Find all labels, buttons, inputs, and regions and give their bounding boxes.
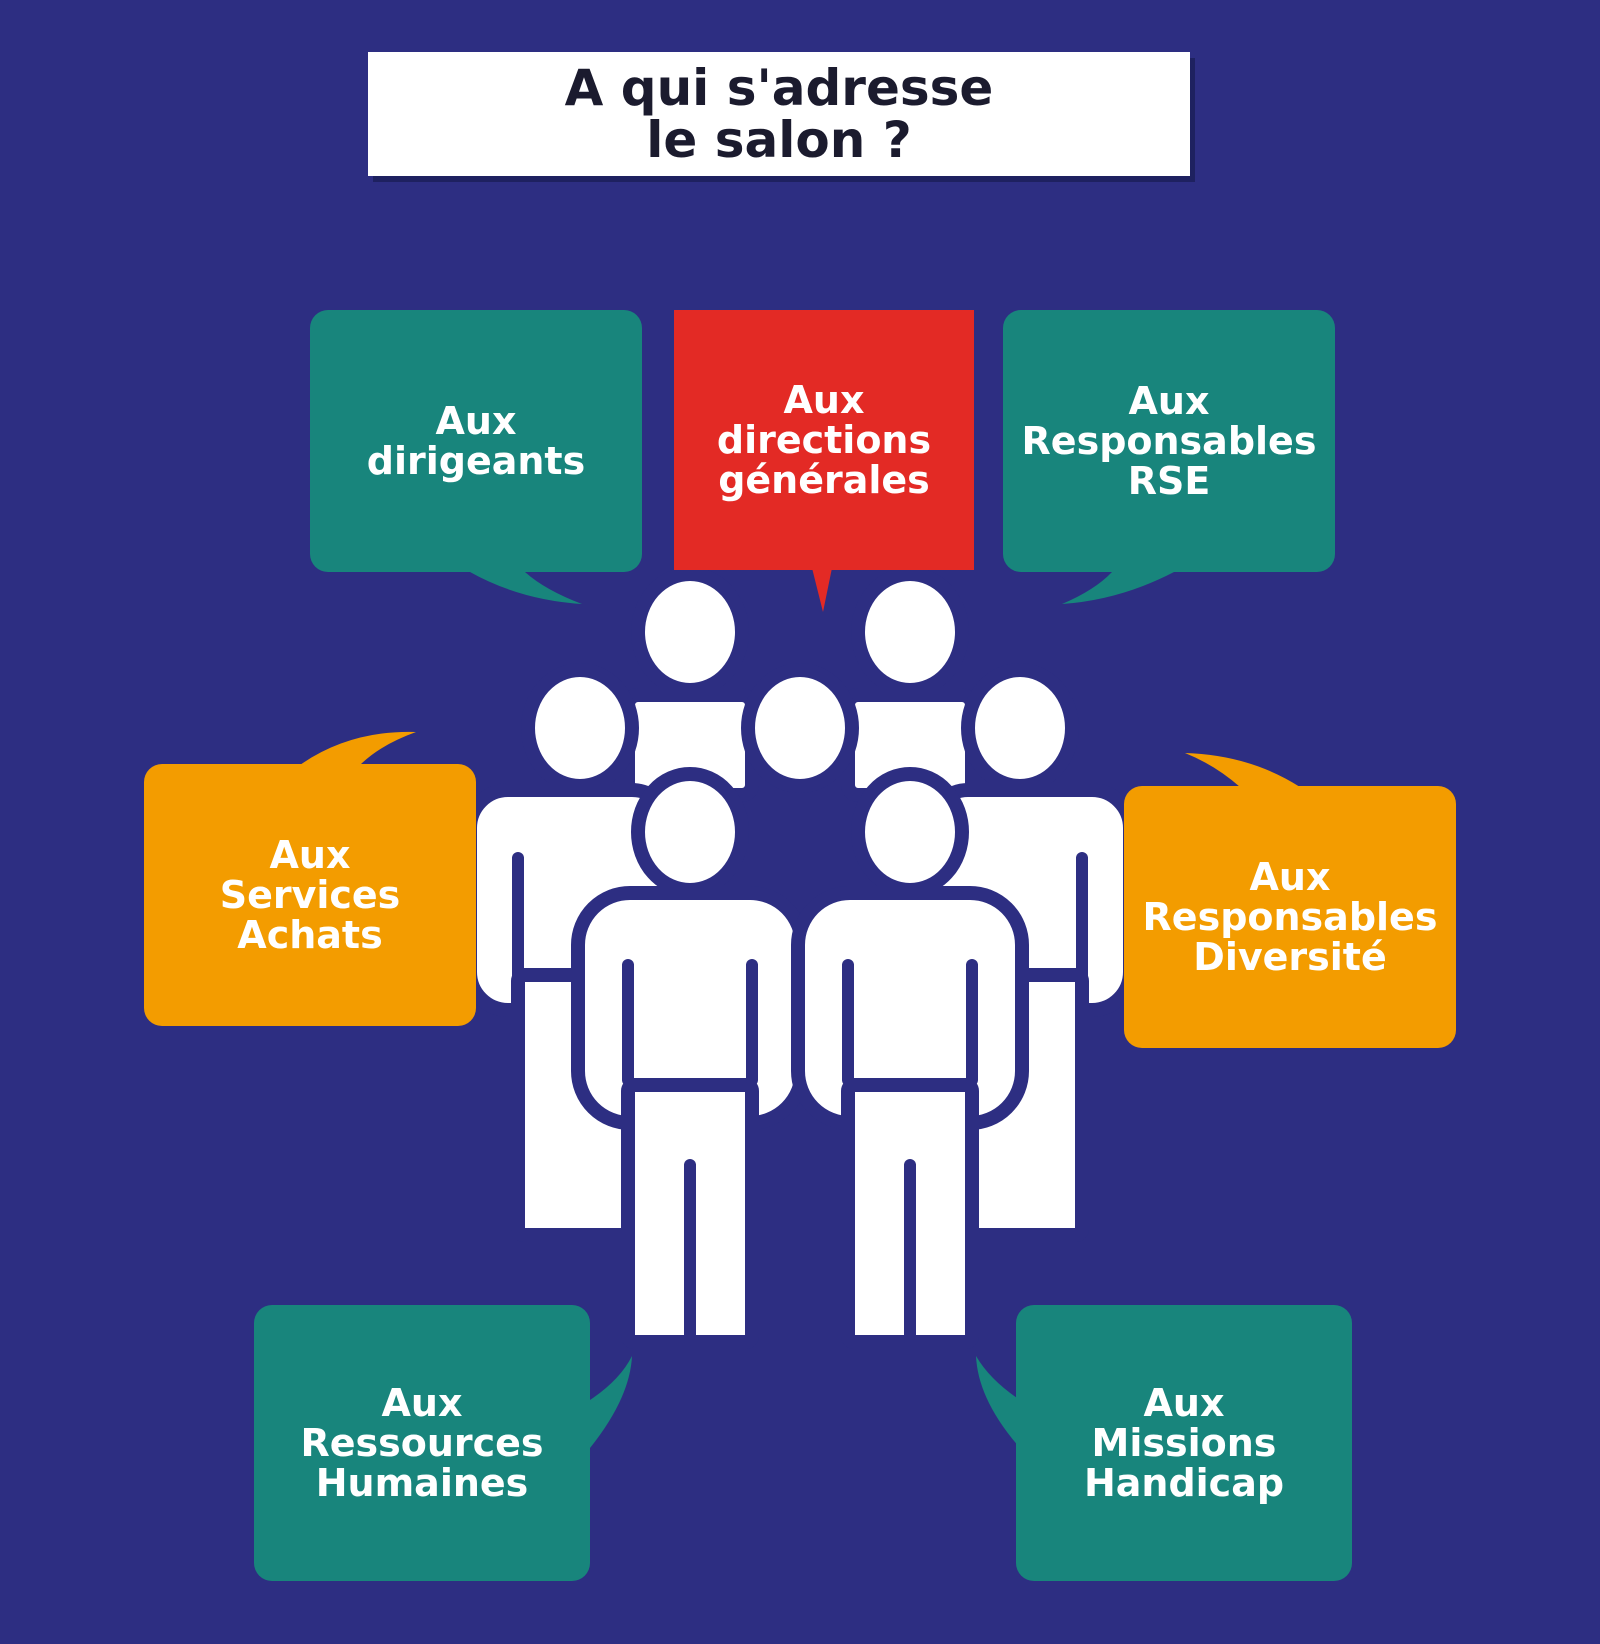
bubble-missions-handicap-line-3: Handicap [1083,1461,1285,1505]
bubble-services-achats-line-3: Achats [237,913,383,957]
title-line-2: le salon ? [646,111,912,169]
bubble-missions-handicap-line-2: Missions [1091,1421,1277,1465]
bubble-directions-generales-line-2: directions [716,418,932,462]
bubble-services-achats-line-2: Services [219,873,401,917]
tail-ressources-humaines [590,1356,632,1448]
bubble-responsables-rse-line-3: RSE [1127,459,1211,503]
bubble-dirigeants: Aux dirigeants [310,310,642,572]
bubble-ressources-humaines-line-3: Humaines [315,1461,529,1505]
tail-responsables-diversite [1185,753,1300,787]
bubble-responsables-rse: Aux Responsables RSE [1003,310,1335,572]
bubble-missions-handicap: Aux Missions Handicap [1016,1305,1352,1581]
tail-dirigeants [470,572,582,604]
title-box: A qui s'adresse le salon ? [368,52,1190,176]
bubble-responsables-rse-line-2: Responsables [1021,419,1317,463]
bubble-missions-handicap-line-1: Aux [1143,1381,1225,1425]
tail-services-achats [300,731,416,765]
bubble-ressources-humaines-line-2: Ressources [300,1421,544,1465]
bubble-directions-generales-line-1: Aux [783,378,865,422]
title-line-1: A qui s'adresse [564,59,994,117]
tail-directions-generales [812,568,832,612]
tail-missions-handicap [976,1356,1020,1448]
bubble-ressources-humaines: Aux Ressources Humaines [254,1305,590,1581]
bubble-responsables-diversite-line-3: Diversité [1193,935,1387,979]
bubble-responsables-rse-line-1: Aux [1128,379,1210,423]
bubble-directions-generales: Aux directions générales [674,310,974,570]
bubble-ressources-humaines-line-1: Aux [381,1381,463,1425]
bubble-responsables-diversite-line-2: Responsables [1142,895,1438,939]
bubble-services-achats-line-1: Aux [269,833,351,877]
bubble-services-achats: Aux Services Achats [144,764,476,1026]
bubble-responsables-diversite: Aux Responsables Diversité [1124,786,1456,1048]
tail-responsables-rse [1062,572,1174,604]
bubble-responsables-diversite-line-1: Aux [1249,855,1331,899]
bubble-directions-generales-line-3: générales [718,458,930,502]
bubble-dirigeants-line-1: Aux [435,399,517,443]
bubble-dirigeants-line-2: dirigeants [366,439,586,483]
